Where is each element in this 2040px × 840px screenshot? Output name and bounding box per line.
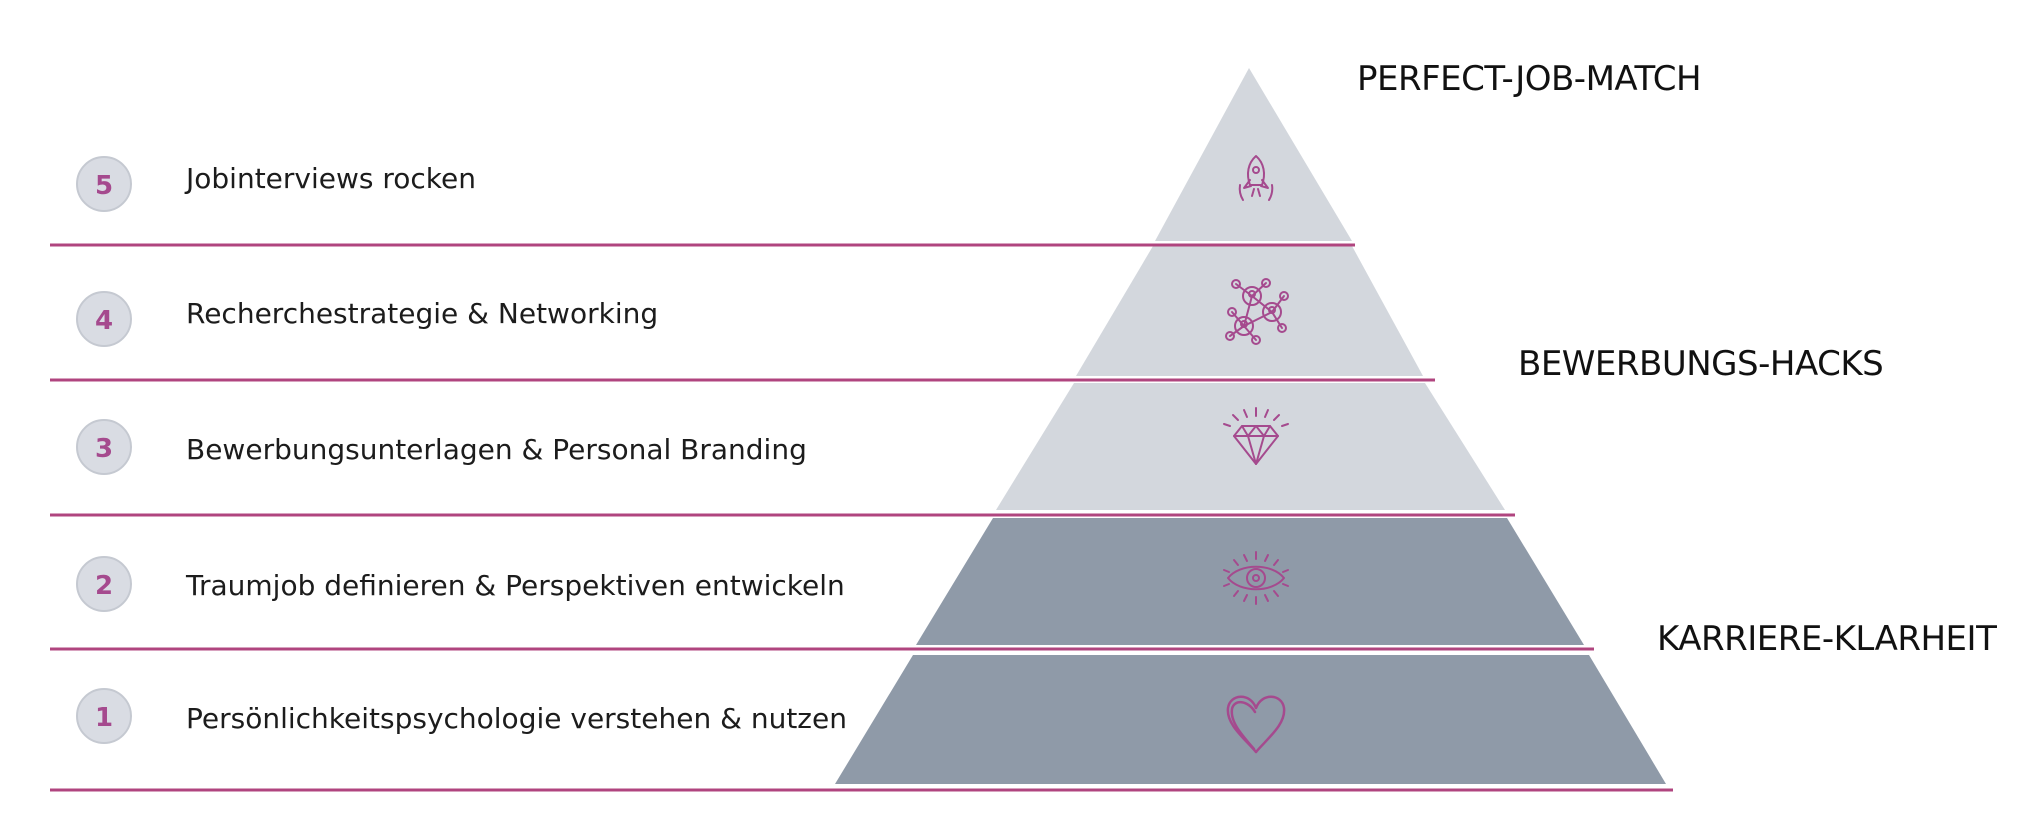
pyramid-segment-4 <box>1076 246 1423 376</box>
badge-circle <box>76 156 132 212</box>
level-number: 5 <box>95 171 113 201</box>
pyramid-segment-2 <box>916 518 1584 645</box>
pyramid-segment-1 <box>835 655 1666 784</box>
heart-icon <box>1226 695 1286 754</box>
level-badge-4: 4 <box>76 291 132 347</box>
tier-label-bottom: KARRIERE-KLARHEIT <box>1657 619 1997 659</box>
level-badge-3: 3 <box>76 419 132 475</box>
network-icon <box>1225 278 1289 345</box>
level-number: 4 <box>95 306 113 336</box>
level-number: 1 <box>95 703 113 733</box>
badge-circle <box>76 688 132 744</box>
badge-circle <box>76 419 132 475</box>
level-badge-1: 1 <box>76 688 132 744</box>
tier-label-middle: BEWERBUNGS-HACKS <box>1518 344 1883 384</box>
level-badge-5: 5 <box>76 156 132 212</box>
level-number: 2 <box>95 571 113 601</box>
level-badge-2: 2 <box>76 556 132 612</box>
badge-circle <box>76 291 132 347</box>
level-label-4: Recherchestrategie & Networking <box>186 297 658 330</box>
pyramid <box>835 68 1666 784</box>
level-number: 3 <box>95 434 113 464</box>
badge-circle <box>76 556 132 612</box>
pyramid-segment-5 <box>1155 68 1352 241</box>
level-label-3: Bewerbungsunterlagen & Personal Branding <box>186 433 807 466</box>
level-label-2: Traumjob definieren & Perspektiven entwi… <box>185 569 845 602</box>
level-label-5: Jobinterviews rocken <box>184 162 476 195</box>
diamond-icon <box>1223 407 1289 465</box>
level-label-1: Persönlichkeitspsychologie verstehen & n… <box>186 702 847 735</box>
rocket-icon <box>1238 155 1274 201</box>
divider-lines <box>50 243 1673 792</box>
tier-label-top: PERFECT-JOB-MATCH <box>1357 59 1701 99</box>
eye-icon <box>1223 551 1289 605</box>
